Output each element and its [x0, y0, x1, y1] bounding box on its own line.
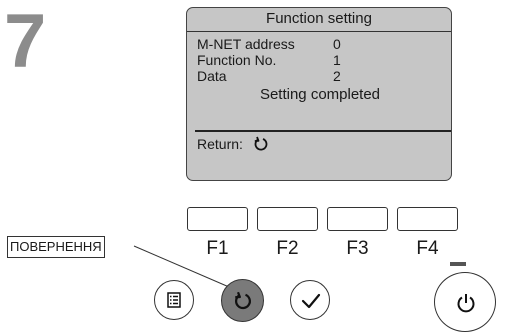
screen-title: Function setting: [187, 8, 451, 32]
return-arrow-icon: [234, 291, 251, 310]
lcd-screen: Function setting M-NET address 0 Functio…: [186, 7, 452, 181]
power-icon: [457, 294, 475, 313]
f2-key[interactable]: [257, 207, 318, 231]
row-function-no-label: Function No.: [197, 52, 277, 68]
f3-key[interactable]: [327, 207, 388, 231]
select-button[interactable]: [290, 280, 330, 320]
status-message: Setting completed: [259, 86, 381, 103]
return-button[interactable]: [221, 279, 264, 322]
return-footer-label: Return:: [197, 136, 243, 152]
step-number: 7: [4, 0, 47, 84]
row-function-no-value: 1: [333, 52, 341, 68]
f4-label: F4: [416, 238, 439, 259]
return-arrow-icon: [254, 136, 268, 151]
menu-button[interactable]: [154, 280, 194, 320]
f2-label: F2: [276, 238, 299, 259]
operation-led: [450, 262, 466, 266]
screen-divider: [195, 130, 451, 132]
f1-key[interactable]: [187, 207, 248, 231]
power-button[interactable]: [434, 272, 496, 332]
row-mnet-address-label: M-NET address: [197, 36, 295, 52]
row-data-label: Data: [197, 68, 227, 84]
menu-list-icon: [167, 292, 181, 308]
callout-label: ПОВЕРНЕННЯ: [7, 236, 105, 258]
checkmark-icon: [301, 293, 321, 309]
f1-label: F1: [206, 238, 229, 259]
row-mnet-address-value: 0: [333, 36, 341, 52]
row-data-value: 2: [333, 68, 341, 84]
f4-key[interactable]: [397, 207, 458, 231]
f3-label: F3: [346, 238, 369, 259]
